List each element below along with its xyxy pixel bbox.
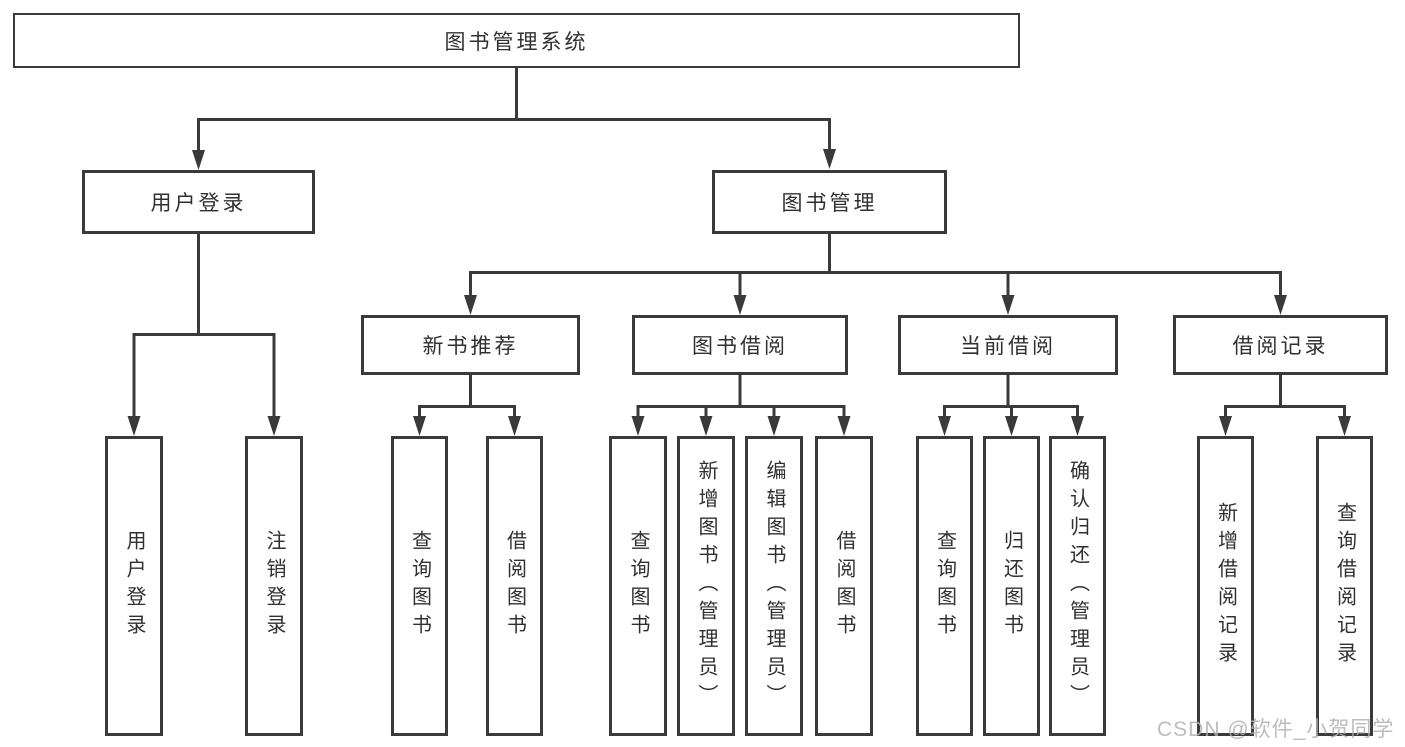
leaf-borrow-add-admin-label: 新增图书（管理员） [695,460,717,712]
leaf-user-login-label: 用户登录 [123,530,145,642]
leaf-record-add-label: 新增借阅记录 [1214,502,1237,670]
node-book-management-label: 图书管理 [781,192,878,215]
leaf-current-return: 归还图书 [983,436,1040,736]
node-book-management: 图书管理 [712,170,947,234]
node-user-login-label: 用户登录 [150,192,247,215]
node-root: 图书管理系统 [13,13,1020,68]
leaf-user-login: 用户登录 [105,436,163,736]
leaf-current-confirm-admin: 确认归还（管理员） [1049,436,1106,736]
leaf-logout-label: 注销登录 [263,530,285,642]
leaf-borrow-query: 查询图书 [609,436,667,736]
node-borrow-record: 借阅记录 [1173,315,1388,375]
leaf-record-query: 查询借阅记录 [1316,436,1373,736]
leaf-newbook-borrow-label: 借阅图书 [503,530,526,642]
leaf-current-confirm-admin-label: 确认归还（管理员） [1066,460,1089,712]
leaf-borrow-add-admin: 新增图书（管理员） [677,436,735,736]
leaf-current-return-label: 归还图书 [1000,530,1023,642]
leaf-record-query-label: 查询借阅记录 [1333,502,1356,670]
leaf-borrow-query-label: 查询图书 [627,530,649,642]
leaf-borrow-edit-admin: 编辑图书（管理员） [745,436,803,736]
node-user-login: 用户登录 [82,170,315,234]
node-borrow-record-label: 借阅记录 [1232,335,1329,358]
leaf-newbook-query-label: 查询图书 [408,530,431,642]
node-current-borrow-label: 当前借阅 [960,335,1056,358]
leaf-logout: 注销登录 [245,436,303,736]
leaf-current-query: 查询图书 [916,436,973,736]
leaf-borrow-edit-admin-label: 编辑图书（管理员） [763,460,785,712]
csdn-watermark: CSDN @软件_小贺同学 [1157,718,1395,741]
leaf-record-add: 新增借阅记录 [1197,436,1254,736]
node-book-borrow-label: 图书借阅 [692,335,788,358]
leaf-borrow-do-borrow: 借阅图书 [815,436,873,736]
leaf-newbook-query: 查询图书 [391,436,448,736]
node-new-book-recommend-label: 新书推荐 [422,335,519,358]
node-current-borrow: 当前借阅 [898,315,1118,375]
node-book-borrow: 图书借阅 [632,315,848,375]
node-new-book-recommend: 新书推荐 [361,315,580,375]
leaf-newbook-borrow: 借阅图书 [486,436,543,736]
node-root-label: 图书管理系统 [444,30,589,54]
leaf-current-query-label: 查询图书 [933,530,956,642]
leaf-borrow-do-borrow-label: 借阅图书 [833,530,855,642]
